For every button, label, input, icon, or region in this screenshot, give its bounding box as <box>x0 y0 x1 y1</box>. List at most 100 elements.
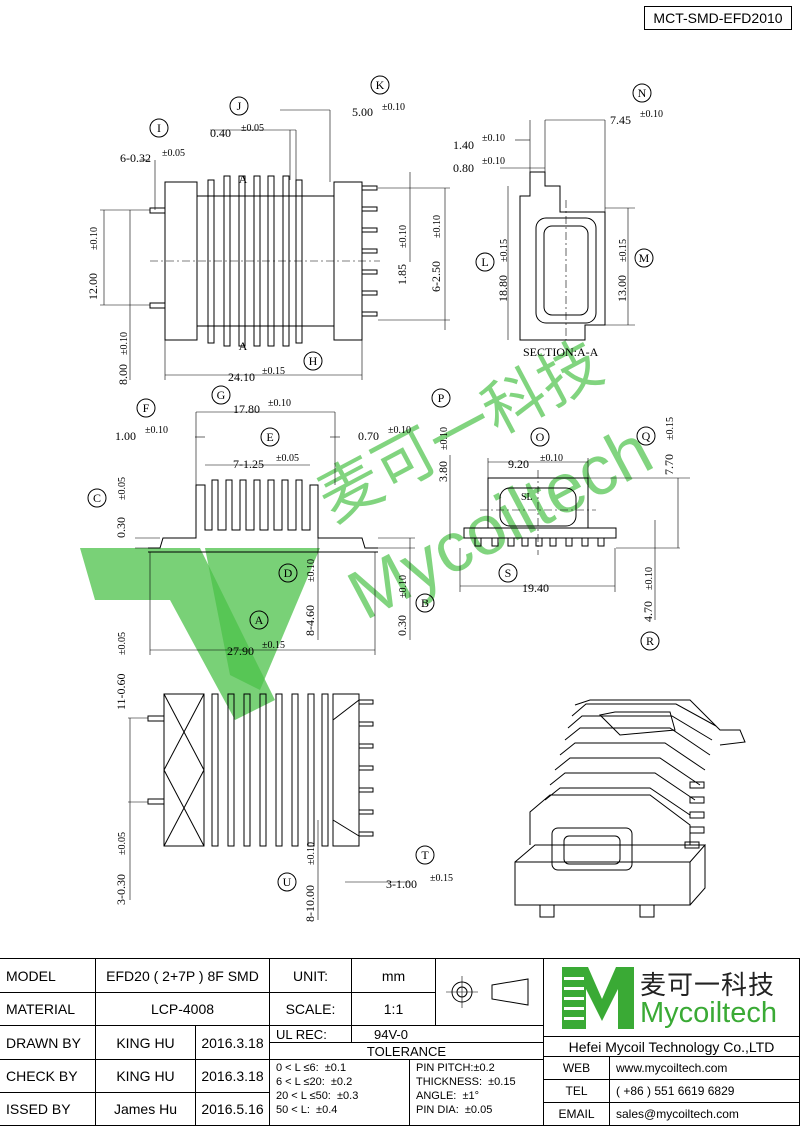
scale-label: SCALE: <box>270 993 352 1026</box>
dimension-texts: 6-0.32 ±0.05 0.40 ±0.05 5.00 ±0.10 12.00… <box>86 102 676 922</box>
model-value: EFD20 ( 2+7P ) 8F SMD <box>96 959 270 993</box>
dim-k: 5.00 <box>352 105 373 119</box>
dim-a: 27.90 <box>227 644 254 658</box>
dim-l-tol: ±0.15 <box>499 239 510 262</box>
svg-text:K: K <box>376 78 385 92</box>
issued-date: 2016.5.16 <box>196 1093 270 1126</box>
dim-h: 24.10 <box>228 370 255 384</box>
dim-k-tol: ±0.10 <box>382 102 405 113</box>
dim-t-tol: ±0.15 <box>430 873 453 884</box>
dim-left-pitch: 8.00 <box>116 364 130 385</box>
section-title: SECTION:A-A <box>523 345 599 359</box>
svg-text:R: R <box>646 634 654 648</box>
tel-label: TEL <box>544 1080 610 1103</box>
web-value[interactable]: www.mycoiltech.com <box>610 1057 800 1080</box>
dim-j-tol: ±0.05 <box>241 123 264 134</box>
dim-r-tol: ±0.10 <box>644 567 655 590</box>
dim-p-tol: ±0.10 <box>439 427 450 450</box>
svg-text:C: C <box>93 491 101 505</box>
angle: ANGLE: ±1° <box>416 1090 480 1102</box>
svg-text:Q: Q <box>642 429 651 443</box>
watermark-logo-m2 <box>205 548 320 690</box>
svg-text:I: I <box>157 121 161 135</box>
dim-pin-pitch-2-tol: ±0.10 <box>432 215 443 238</box>
drawing-code: MCT-SMD-EFD2010 <box>644 6 792 30</box>
drawn-date: 2016.3.18 <box>196 1026 270 1060</box>
tol-3: 20 < L ≤50: ±0.3 <box>276 1090 359 1102</box>
svg-text:J: J <box>237 99 242 113</box>
svg-text:L: L <box>481 255 488 269</box>
dim-a-tol: ±0.15 <box>262 640 285 651</box>
company-name: Hefei Mycoil Technology Co.,LTD <box>544 1037 800 1057</box>
drawn-name: KING HU <box>96 1026 196 1060</box>
dim-u1-tol: ±0.05 <box>117 632 128 655</box>
balloon-c: C <box>87 488 107 508</box>
email-value[interactable]: sales@mycoiltech.com <box>610 1103 800 1126</box>
dim-u2-tol: ±0.05 <box>117 832 128 855</box>
dim-u-tol: ±0.10 <box>306 842 317 865</box>
dim-q-tol: ±0.15 <box>665 417 676 440</box>
check-name: KING HU <box>96 1060 196 1093</box>
balloon-a: A <box>249 610 269 630</box>
svg-text:T: T <box>421 848 429 862</box>
dim-i: 6-0.32 <box>120 151 151 165</box>
watermark: 麦可一科技 Mycoiltech <box>80 326 664 720</box>
dim-e: 7-1.25 <box>233 457 264 471</box>
thickness: THICKNESS: ±0.15 <box>416 1076 516 1088</box>
title-block: MODEL MATERIAL DRAWN BY CHECK BY ISSED B… <box>0 958 800 1126</box>
tolerance-ranges: 0 < L ≤6: ±0.1 6 < L ≤20: ±0.2 20 < L ≤5… <box>270 1060 410 1126</box>
balloon-n: N <box>632 83 652 103</box>
dim-f: 1.00 <box>115 429 136 443</box>
balloon-r: R <box>640 631 660 651</box>
svg-text:E: E <box>266 430 273 444</box>
dim-r: 4.70 <box>641 601 655 622</box>
balloon-u: U <box>277 872 297 892</box>
dim-g: 17.80 <box>233 402 260 416</box>
dim-n1: 1.40 <box>453 138 474 152</box>
balloon-g: G <box>211 385 231 405</box>
isometric-view <box>514 699 746 918</box>
dim-l: 18.80 <box>496 275 510 302</box>
dim-pin-pitch-2: 6-2.50 <box>429 261 443 292</box>
svg-text:G: G <box>217 388 226 402</box>
dim-o-tol: ±0.10 <box>540 453 563 464</box>
side-view <box>135 411 415 655</box>
section-mark-top: A <box>239 172 248 186</box>
svg-text:U: U <box>283 875 292 889</box>
material-label: MATERIAL <box>0 993 96 1026</box>
section-view: SECTION:A-A <box>500 119 635 359</box>
dim-q: 7.70 <box>662 454 676 475</box>
dim-i-tol: ±0.05 <box>162 148 185 159</box>
section-mark-bottom: A <box>239 339 248 353</box>
balloon-b: B <box>415 593 435 613</box>
dim-n: 7.45 <box>610 113 631 127</box>
pin-pitch: PIN PITCH:±0.2 <box>416 1062 495 1074</box>
ulrec-label: UL REC: <box>270 1026 352 1043</box>
dim-u: 8-10.00 <box>303 885 317 922</box>
check-label: CHECK BY <box>0 1060 96 1093</box>
dim-u2: 3-0.30 <box>114 874 128 905</box>
unit-label: UNIT: <box>270 959 352 993</box>
svg-text:S: S <box>505 566 512 580</box>
pin-dia: PIN DIA: ±0.05 <box>416 1104 493 1116</box>
projection-symbol <box>436 959 544 1026</box>
balloon-f: F <box>136 398 156 418</box>
scale-value: 1:1 <box>352 993 436 1026</box>
svg-text:F: F <box>143 401 150 415</box>
watermark-logo-m <box>80 548 275 720</box>
dim-g-tol: ±0.10 <box>268 398 291 409</box>
brand-block: 麦可一科技 Mycoiltech <box>544 959 800 1037</box>
dim-c-tol: ±0.05 <box>117 477 128 500</box>
svg-text:A: A <box>255 613 264 627</box>
dim-j: 0.40 <box>210 126 231 140</box>
third-angle-projection-icon <box>445 976 528 1008</box>
tolerance-general: PIN PITCH:±0.2 THICKNESS: ±0.15 ANGLE: ±… <box>410 1060 544 1126</box>
dim-o: 9.20 <box>508 457 529 471</box>
dim-n-tol: ±0.10 <box>640 109 663 120</box>
dim-n2: 0.80 <box>453 161 474 175</box>
balloon-h: H <box>303 351 323 371</box>
tolerance-label: TOLERANCE <box>270 1043 544 1060</box>
balloon-s: S <box>498 563 518 583</box>
svg-text:D: D <box>284 566 293 580</box>
balloon-l: L <box>475 252 495 272</box>
